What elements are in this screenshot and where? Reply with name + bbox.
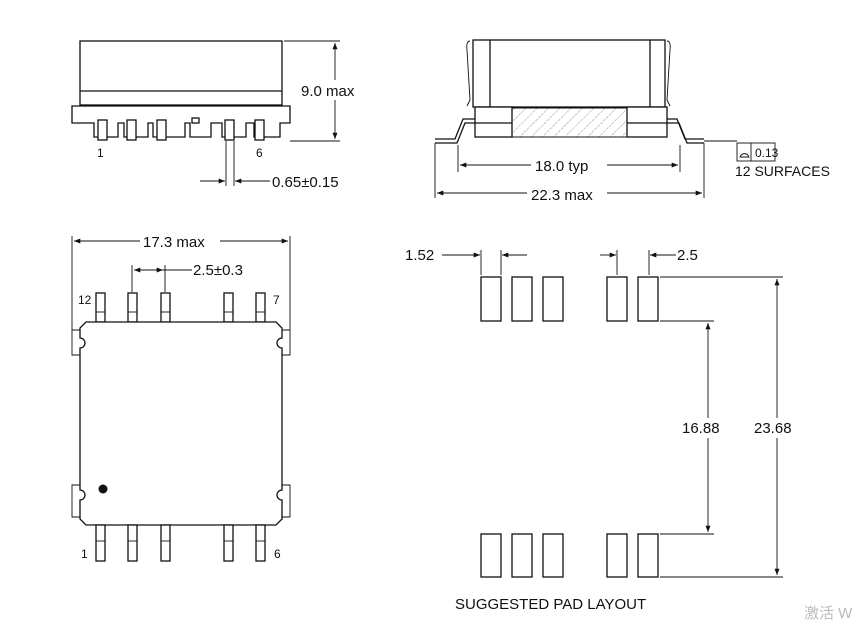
pin-width-dim-label: 0.65±0.15 [272,174,339,191]
pin-label-6-top: 6 [274,547,281,561]
bottom-pads [480,533,659,578]
inner-span-pad-dim-label: 16.88 [682,420,720,437]
hatched-core [511,107,628,138]
left-lead [435,118,475,140]
pin-label-1: 1 [97,146,104,160]
overall-span-dim-label: 22.3 max [531,187,593,204]
top-pads [480,276,659,322]
package-body-front [472,39,666,108]
coplanarity-value: 0.13 [755,146,779,160]
pin-label-7: 7 [273,293,280,307]
width-dim-label: 17.3 max [143,234,205,251]
height-dim-label: 9.0 max [301,83,355,100]
side-view: 1 6 9.0 max 0.65±0.15 [71,40,364,191]
coplanarity-frame: 0.13 [736,142,779,162]
watermark: 激活 W [804,605,853,622]
package-body [79,40,283,106]
outer-span-pad-dim-label: 23.68 [754,420,792,437]
bottom-pins [95,524,266,562]
pad-width-dim-label: 1.52 [405,247,434,264]
pad-pitch-dim-label: 2.5 [677,247,698,264]
front-view: 18.0 typ 22.3 max 0.13 12 SURFACES [434,39,830,204]
pin-label-6: 6 [256,146,263,160]
package-body-top [79,321,283,526]
top-pins [95,292,266,323]
top-view: 17.3 max 2.5±0.3 12 7 1 6 [71,232,291,562]
coplanarity-note: 12 SURFACES [735,163,830,179]
pin-label-1-top: 1 [81,547,88,561]
side-pins [97,117,265,141]
profile-surface-icon [739,153,750,158]
pad-layout: 1.52 2.5 16.88 23.68 SUGGESTED PAD LAYOU… [405,247,800,613]
pitch-dim-label: 2.5±0.3 [193,262,243,279]
inner-span-dim-label: 18.0 typ [535,158,588,175]
pin-label-12: 12 [78,293,92,307]
pad-layout-caption: SUGGESTED PAD LAYOUT [455,596,646,613]
right-lead [667,122,704,144]
pin1-marker-dot [98,484,108,494]
